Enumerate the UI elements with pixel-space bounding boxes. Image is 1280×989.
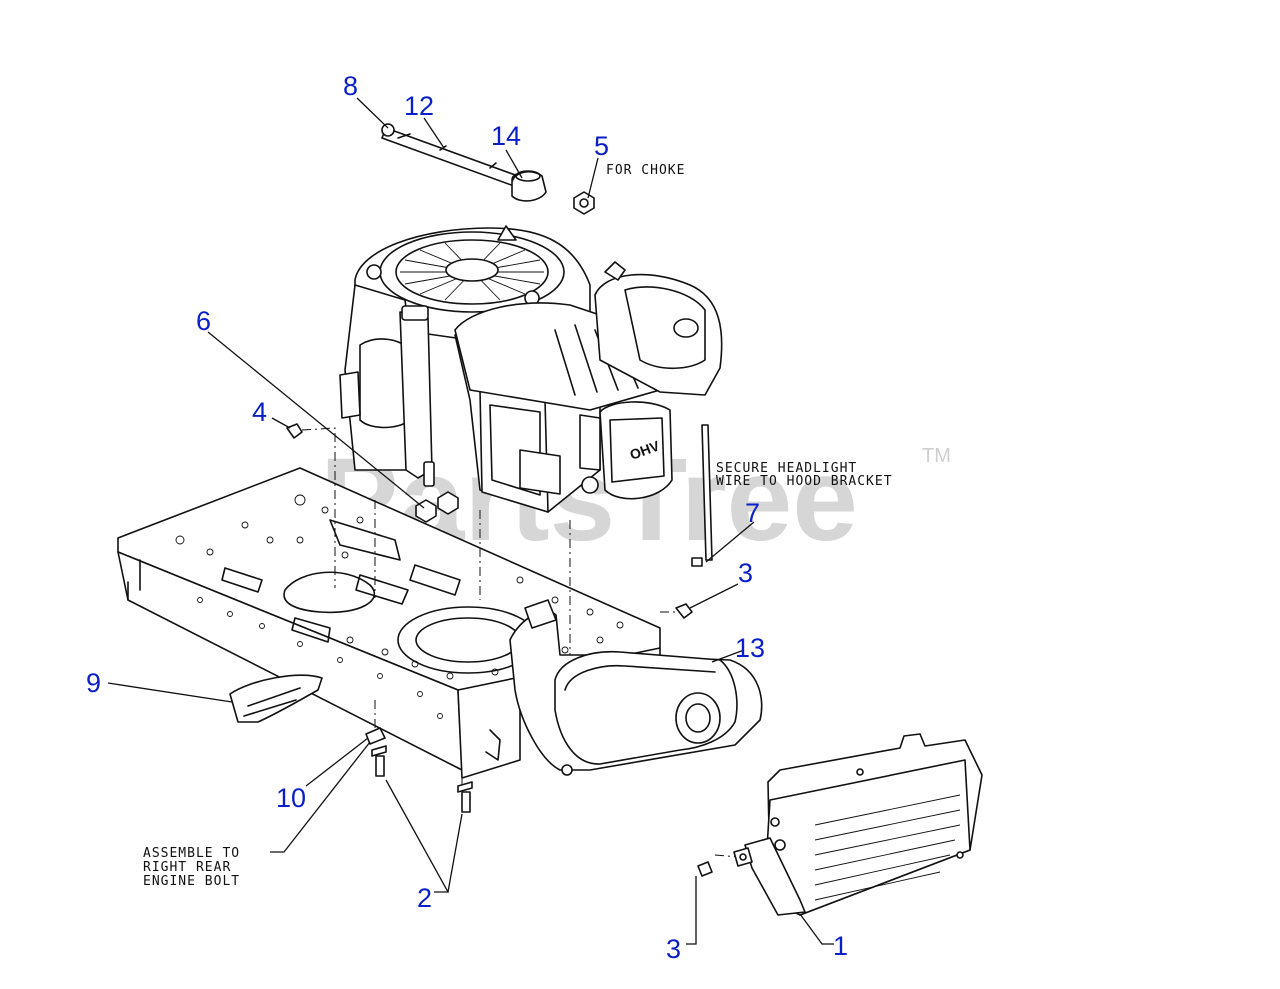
callout-10: 10 [276,783,306,813]
callout-13: 13 [735,633,765,663]
callout-12: 12 [404,91,434,121]
callout-3-lower: 3 [666,934,681,964]
screw-3-upper [675,603,693,619]
callouts: 8 12 14 5 6 4 7 3 13 9 10 2 3 1 [86,71,848,964]
callout-6: 6 [196,306,211,336]
guard-1 [744,733,983,916]
note-for-choke: FOR CHOKE [606,163,685,178]
callout-4: 4 [252,397,267,427]
heat-shield-9 [229,674,323,723]
note-assemble-line-1: ASSEMBLE TO [143,846,240,861]
callout-14: 14 [491,121,521,151]
note-assemble-line-2: RIGHT REAR [143,860,231,875]
nut-5 [573,191,595,215]
leader-lines [107,97,834,945]
callout-7: 7 [745,498,760,528]
callout-1: 1 [833,931,848,961]
callout-8: 8 [343,71,358,101]
bolts-2 [371,745,473,813]
callout-3-upper: 3 [738,558,753,588]
callout-9: 9 [86,668,101,698]
watermark-trademark: TM [922,445,951,467]
notes: FOR CHOKE SECURE HEADLIGHT WIRE TO HOOD … [143,163,893,889]
cable-tie-7 [691,424,713,567]
muffler-13 [509,599,763,776]
note-assemble-line-3: ENGINE BOLT [143,874,240,889]
screw-3-lower [697,847,753,877]
engine: OHV [339,225,723,513]
callout-2: 2 [417,883,432,913]
note-headlight-line-2: WIRE TO HOOD BRACKET [716,474,893,489]
callout-5: 5 [594,131,609,161]
note-headlight-line-1: SECURE HEADLIGHT [716,461,857,476]
screw-4 [286,423,303,439]
knob-14 [511,170,547,202]
clip-10 [365,727,386,745]
